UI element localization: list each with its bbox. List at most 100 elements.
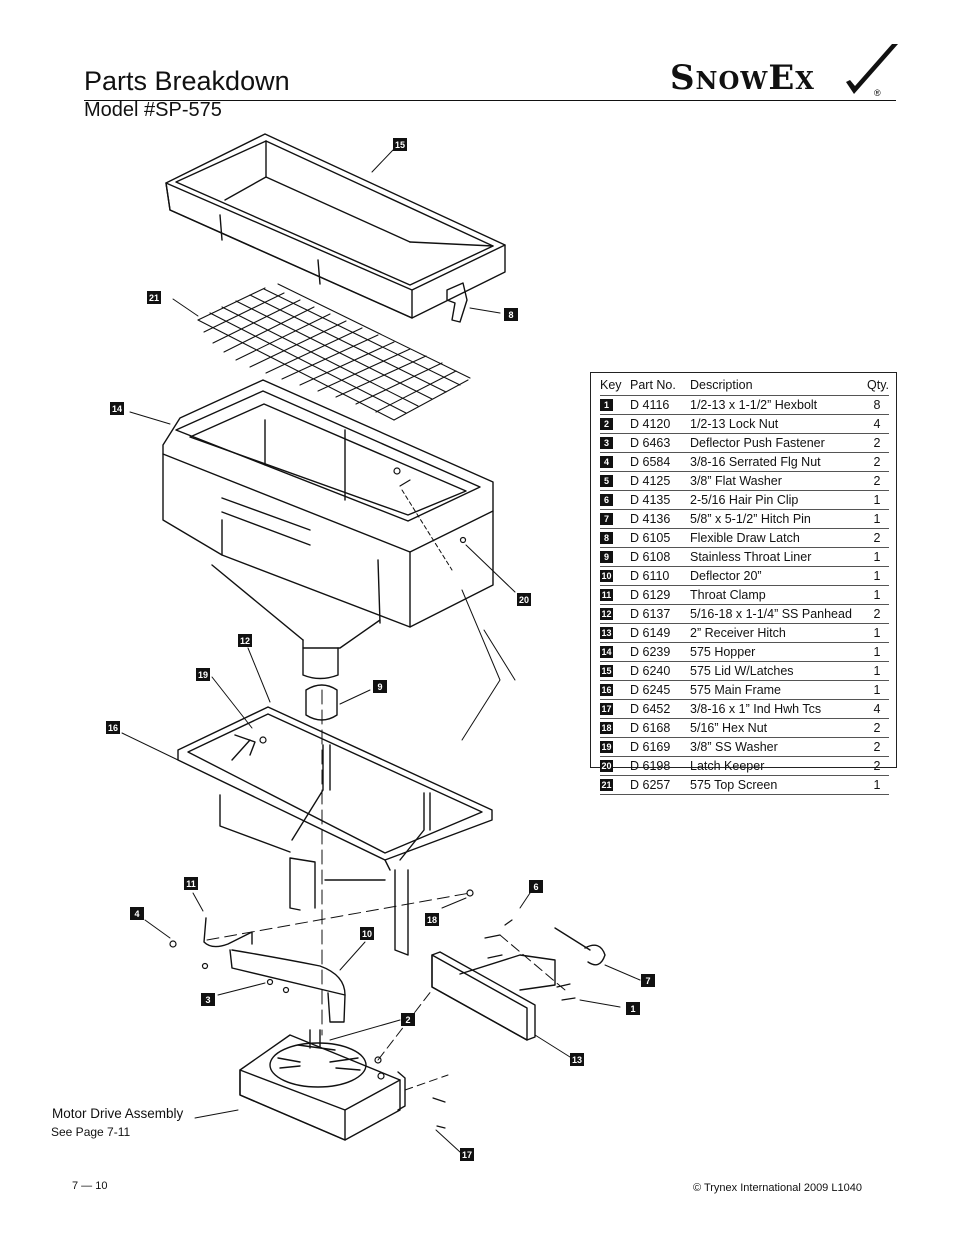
table-header: Key Part No. Description Qty. <box>591 373 896 395</box>
row-key: 18 <box>600 722 630 734</box>
key-badge: 12 <box>600 608 613 620</box>
row-part-no: D 6452 <box>630 702 671 716</box>
callout-4: 4 <box>130 907 144 920</box>
row-qty: 1 <box>873 645 881 659</box>
deflector-drawing <box>203 917 346 1023</box>
row-part-no: D 6239 <box>630 645 671 659</box>
callout-16: 16 <box>106 721 120 734</box>
row-part-no: D 4125 <box>630 474 671 488</box>
row-description: 575 Lid W/Latches <box>690 664 794 678</box>
motor-see-page: See Page 7-11 <box>51 1125 131 1139</box>
key-badge: 18 <box>600 722 613 734</box>
row-description: 3/8-16 Serrated Flg Nut <box>690 455 821 469</box>
callout-19: 19 <box>196 668 210 681</box>
row-qty: 2 <box>873 455 881 469</box>
motor-drive-drawing <box>239 1029 406 1141</box>
key-badge: 2 <box>600 418 613 430</box>
row-description: Stainless Throat Liner <box>690 550 812 564</box>
row-description: Latch Keeper <box>690 759 765 773</box>
row-part-no: D 6463 <box>630 436 671 450</box>
row-key: 17 <box>600 703 630 715</box>
callout-2: 2 <box>401 1013 415 1026</box>
row-part-no: D 6129 <box>630 588 671 602</box>
leader-lines <box>121 149 641 1153</box>
row-key: 8 <box>600 532 630 544</box>
page-number: 7 — 10 <box>72 1180 108 1192</box>
row-qty: 2 <box>873 531 881 545</box>
row-description: Deflector 20” <box>690 569 762 583</box>
draw-latch-drawing <box>446 282 468 323</box>
svg-text:®: ® <box>874 88 881 98</box>
receiver-hitch-drawing <box>431 927 606 1041</box>
row-qty: 1 <box>873 778 881 792</box>
callout-20: 20 <box>517 593 531 606</box>
hopper-drawing <box>162 379 494 680</box>
key-badge: 14 <box>600 646 613 658</box>
row-part-no: D 6245 <box>630 683 671 697</box>
row-qty: 2 <box>873 721 881 735</box>
key-badge: 13 <box>600 627 613 639</box>
row-key: 4 <box>600 456 630 468</box>
key-badge: 15 <box>600 665 613 677</box>
row-part-no: D 6240 <box>630 664 671 678</box>
key-badge: 20 <box>600 760 613 772</box>
key-badge: 11 <box>600 589 613 601</box>
key-badge: 16 <box>600 684 613 696</box>
row-qty: 1 <box>873 550 881 564</box>
row-key: 19 <box>600 741 630 753</box>
key-badge: 6 <box>600 494 613 506</box>
table-row: 11 D 6129 Throat Clamp 1 <box>600 585 889 604</box>
table-row: 5 D 4125 3/8” Flat Washer 2 <box>600 471 889 490</box>
row-description: 2” Receiver Hitch <box>690 626 786 640</box>
row-part-no: D 6108 <box>630 550 671 564</box>
row-qty: 2 <box>873 740 881 754</box>
row-key: 6 <box>600 494 630 506</box>
row-qty: 1 <box>873 664 881 678</box>
row-key: 20 <box>600 760 630 772</box>
row-qty: 2 <box>873 474 881 488</box>
key-badge: 1 <box>600 399 613 411</box>
row-qty: 2 <box>873 607 881 621</box>
checkmark-icon: ® <box>846 44 898 98</box>
row-qty: 1 <box>873 512 881 526</box>
row-part-no: D 6168 <box>630 721 671 735</box>
row-qty: 1 <box>873 569 881 583</box>
callout-6: 6 <box>529 880 543 893</box>
row-description: Throat Clamp <box>690 588 766 602</box>
row-key: 9 <box>600 551 630 563</box>
col-key: Key <box>600 378 622 392</box>
row-part-no: D 6105 <box>630 531 671 545</box>
col-part-no: Part No. <box>630 378 676 392</box>
row-description: 3/8” SS Washer <box>690 740 778 754</box>
callout-18: 18 <box>425 913 439 926</box>
row-qty: 2 <box>873 436 881 450</box>
row-description: 1/2-13 Lock Nut <box>690 417 779 431</box>
key-badge: 5 <box>600 475 613 487</box>
callout-12: 12 <box>238 634 252 647</box>
callout-10: 10 <box>360 927 374 940</box>
row-description: 2-5/16 Hair Pin Clip <box>690 493 799 507</box>
table-row: 15 D 6240 575 Lid W/Latches 1 <box>600 661 889 680</box>
row-qty: 1 <box>873 683 881 697</box>
callout-7: 7 <box>641 974 655 987</box>
key-badge: 21 <box>600 779 613 791</box>
key-badge: 4 <box>600 456 613 468</box>
row-part-no: D 4136 <box>630 512 671 526</box>
row-description: 575 Hopper <box>690 645 756 659</box>
row-part-no: D 4120 <box>630 417 671 431</box>
key-badge: 9 <box>600 551 613 563</box>
callout-11: 11 <box>184 877 198 890</box>
row-qty: 1 <box>873 588 881 602</box>
row-qty: 8 <box>873 398 881 412</box>
row-description: 3/8” Flat Washer <box>690 474 782 488</box>
